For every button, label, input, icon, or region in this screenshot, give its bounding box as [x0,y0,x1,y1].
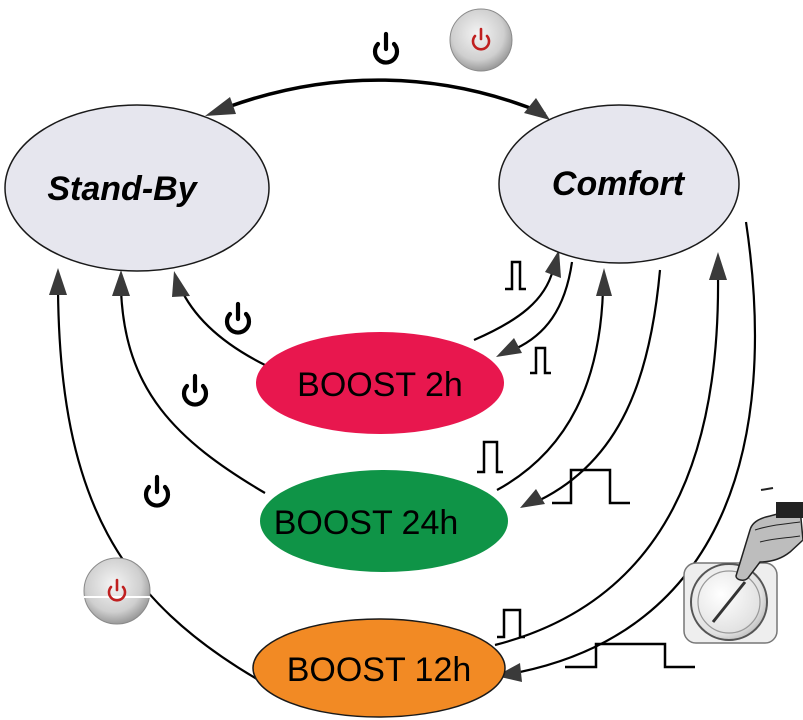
power-button-icon [449,8,513,72]
arrowhead [496,338,522,357]
comfort-to-boost2h-arrow [514,261,574,350]
state-boost-24h-label: BOOST 24h [274,504,459,542]
long-pulse-icon [565,642,695,669]
short-pulse-icon [505,260,526,291]
power-button-icon [83,557,151,625]
arrowhead [112,270,130,296]
state-comfort: Comfort [498,104,740,264]
arrowhead [172,271,190,297]
arrowhead [524,98,550,120]
arrowhead [596,268,612,296]
state-standby: Stand-By [4,104,270,272]
state-comfort-label: Comfort [552,165,686,203]
boost24h-to-standby-arrow [119,289,266,494]
boost2h-to-comfort-arrow [473,269,555,342]
arrowhead [520,489,545,508]
short-pulse-icon [530,346,551,375]
power-icon [224,301,252,335]
short-pulse-icon [477,440,503,474]
power-icon [372,31,400,65]
hand-pressing-knob-icon [683,487,803,644]
arrowhead [49,268,67,295]
state-boost-2h: BOOST 2h [256,332,504,434]
arrowhead [205,97,236,116]
state-boost-2h-label: BOOST 2h [297,366,463,404]
power-icon [143,474,171,508]
state-standby-label: Stand-By [47,170,198,208]
power-icon [181,373,209,407]
short-pulse-icon [497,608,525,639]
boost12h-to-comfort-arrow [494,274,720,647]
boost24h-to-comfort-arrow [496,289,605,491]
comfort-to-boost24h-arrow [539,269,662,501]
long-pulse-icon [552,468,630,505]
standby-comfort-arrow [227,78,546,116]
state-boost-12h: BOOST 12h [252,618,506,718]
state-boost-12h-label: BOOST 12h [287,651,472,689]
state-boost-24h: BOOST 24h [260,470,508,572]
boost12h-to-standby-arrow [56,289,263,683]
arrowhead [545,250,561,278]
boost2h-to-standby-arrow [178,286,266,366]
arrowhead [709,252,727,280]
